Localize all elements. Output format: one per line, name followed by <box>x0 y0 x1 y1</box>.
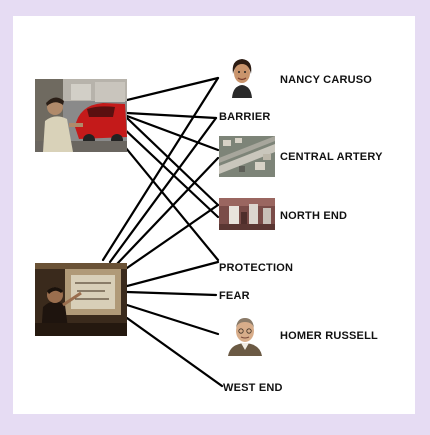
street-interview-video-icon[interactable] <box>35 79 127 152</box>
link-line <box>101 76 220 262</box>
link-line <box>125 260 220 288</box>
topic-label-fear[interactable]: FEAR <box>219 290 250 302</box>
street-photo-icon[interactable] <box>219 198 275 230</box>
portrait-photo-icon[interactable] <box>226 314 264 356</box>
link-line <box>108 116 218 264</box>
topic-label-protection[interactable]: PROTECTION <box>219 262 294 274</box>
presentation-video-icon[interactable] <box>35 263 127 336</box>
person-label-nancy-caruso[interactable]: NANCY CARUSO <box>280 74 373 86</box>
place-label-central-artery[interactable]: CENTRAL ARTERY <box>280 151 383 163</box>
link-line <box>119 140 220 262</box>
link-line <box>119 124 220 219</box>
link-line <box>125 203 220 270</box>
link-line <box>125 316 224 388</box>
place-label-west-end[interactable]: WEST END <box>223 382 283 394</box>
place-label-north-end[interactable]: NORTH END <box>280 210 348 222</box>
link-line <box>125 76 220 102</box>
link-line <box>125 111 218 120</box>
aerial-photo-icon[interactable] <box>219 136 275 177</box>
link-line <box>125 114 220 152</box>
link-line <box>125 290 218 297</box>
topic-label-barrier[interactable]: BARRIER <box>219 111 271 123</box>
portrait-photo-icon[interactable] <box>229 54 255 98</box>
link-line <box>125 116 220 207</box>
link-line <box>125 303 220 336</box>
link-line <box>115 156 220 266</box>
person-label-homer-russell[interactable]: HOMER RUSSELL <box>280 330 378 342</box>
